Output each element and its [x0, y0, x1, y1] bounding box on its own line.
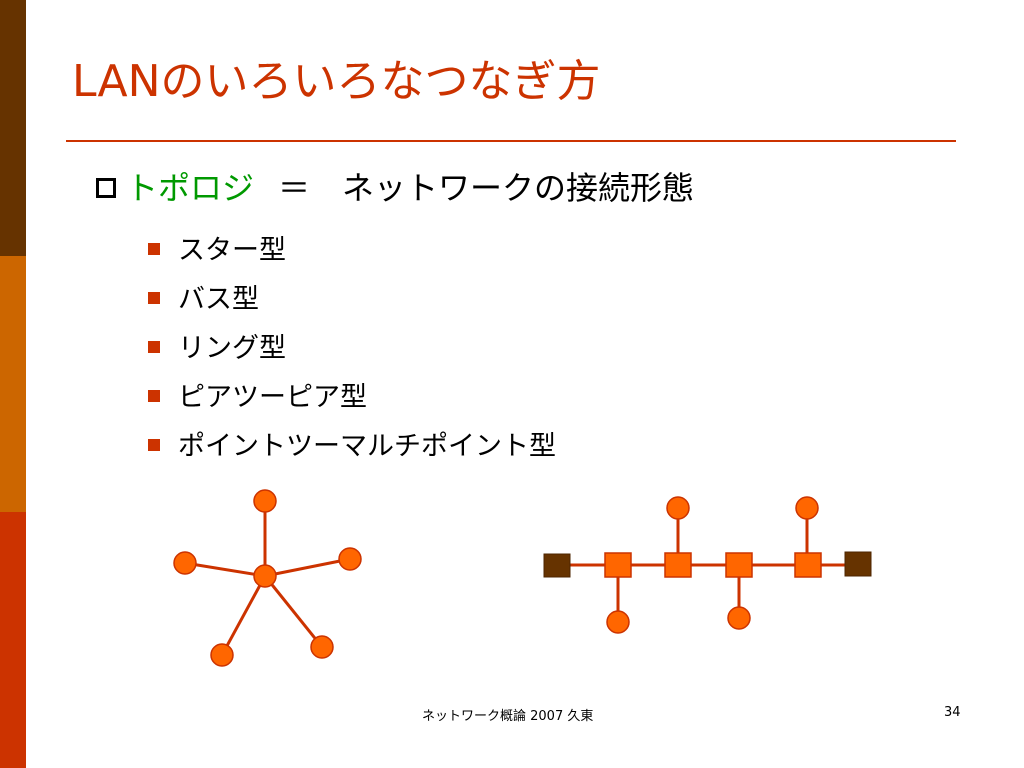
bus-connector [725, 552, 753, 578]
list-item-label: ポイントツーマルチポイント型 [178, 431, 556, 462]
bus-terminator-right [844, 551, 872, 577]
square-bullet-icon [148, 340, 160, 353]
bus-connector [664, 552, 692, 578]
title-underline [66, 140, 956, 142]
bus-node [727, 606, 751, 630]
square-bullet-icon [148, 291, 160, 304]
list-item-ring: リング型 [148, 324, 556, 373]
equals-sign: ＝ [278, 169, 311, 207]
square-bullet-icon [148, 438, 160, 451]
list-item-label: バス型 [178, 284, 259, 315]
topology-type-list: スター型 バス型 リング型 ピアツーピア型 ポイントツーマルチポイント型 [148, 226, 556, 471]
accent-bar-top [0, 0, 26, 256]
list-item-label: ピアツーピア型 [178, 382, 367, 413]
square-bullet-icon [148, 389, 160, 402]
list-item-point-to-multipoint: ポイントツーマルチポイント型 [148, 422, 556, 471]
bus-topology-diagram [543, 496, 872, 634]
star-link [263, 575, 324, 648]
bus-connector [794, 552, 822, 578]
topology-definition: ネットワークの接続形態 [342, 169, 695, 207]
main-bullet: トポロジ ＝ ネットワークの接続形態 [96, 166, 694, 210]
star-link [264, 557, 351, 578]
hollow-square-bullet-icon [96, 178, 116, 198]
star-node [173, 551, 197, 575]
list-item-label: スター型 [178, 235, 286, 266]
star-topology-diagram [173, 489, 362, 667]
star-node [338, 547, 362, 571]
bus-node [606, 610, 630, 634]
star-link [184, 561, 266, 578]
bus-node [666, 496, 690, 520]
footer-text: ネットワーク概論 2007 久東 [422, 709, 594, 724]
topology-term: トポロジ [126, 169, 255, 207]
square-bullet-icon [148, 242, 160, 255]
slide-title: LANのいろいろなつなぎ方 [72, 56, 601, 107]
bus-node [795, 496, 819, 520]
list-item-star: スター型 [148, 226, 556, 275]
bus-terminator-left [543, 553, 571, 578]
star-hub-node [253, 564, 277, 588]
accent-bar-bottom [0, 512, 26, 768]
star-node [310, 635, 334, 659]
star-node [210, 643, 234, 667]
page-number: 34 [944, 705, 961, 720]
star-node [253, 489, 277, 513]
star-link [220, 575, 267, 656]
list-item-peer-to-peer: ピアツーピア型 [148, 373, 556, 422]
list-item-label: リング型 [178, 333, 286, 364]
list-item-bus: バス型 [148, 275, 556, 324]
bus-connector [604, 552, 632, 578]
accent-bar-middle [0, 256, 26, 512]
